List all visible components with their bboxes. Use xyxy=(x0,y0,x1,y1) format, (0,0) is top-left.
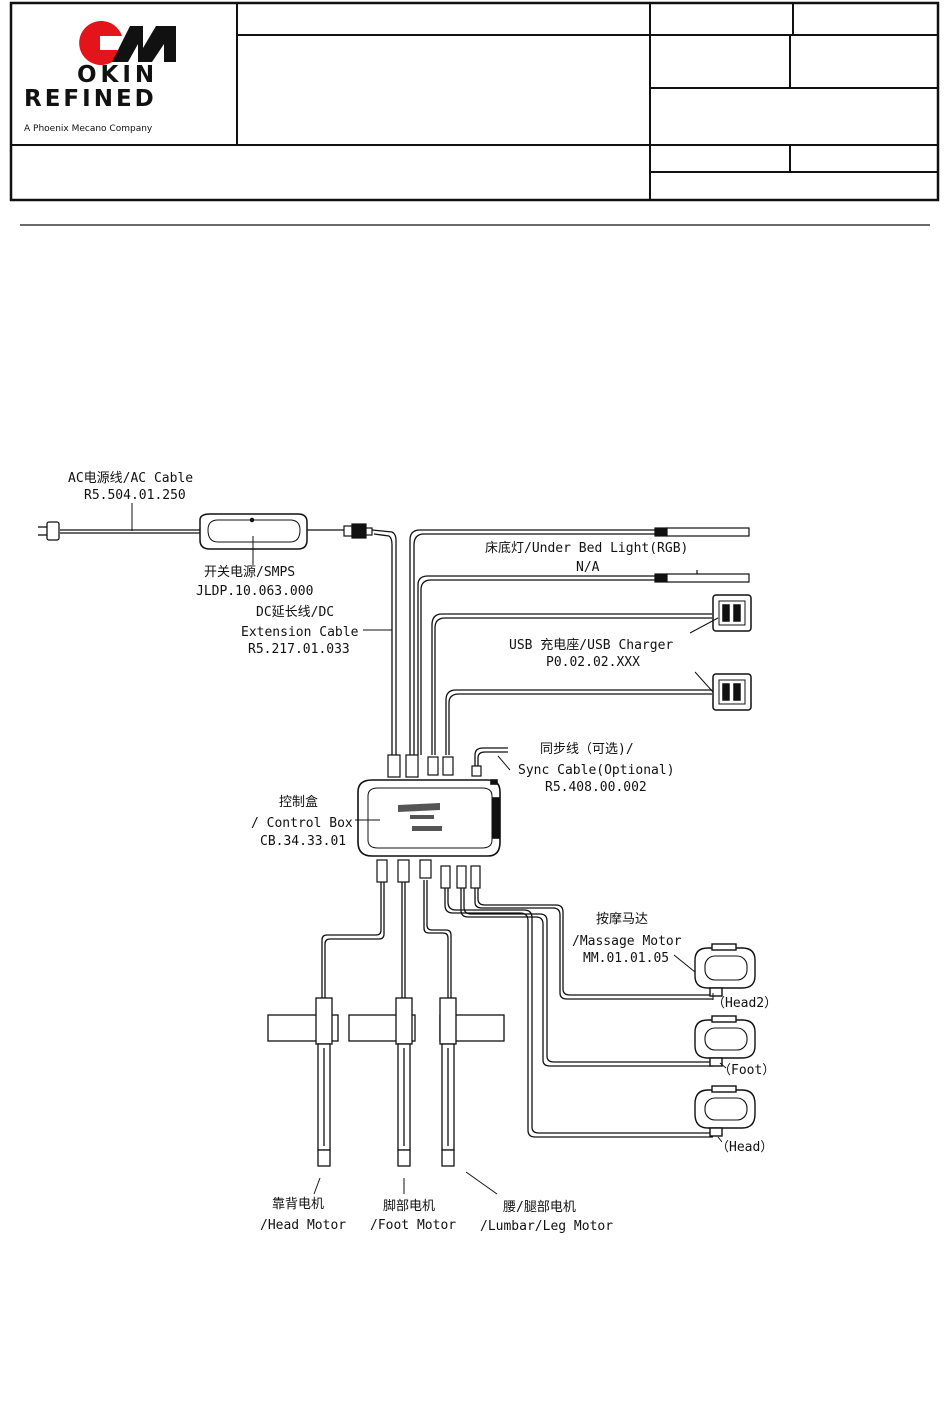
svg-text:脚部电机: 脚部电机 xyxy=(383,1198,435,1214)
label-lumbar-motor: 腰/腿部电机 /Lumbar/Leg Motor xyxy=(480,1200,613,1234)
label-under-bed-light: 床底灯/Under Bed Light(RGB) N/A xyxy=(485,540,688,575)
svg-text:/ Control Box: / Control Box xyxy=(251,816,353,831)
svg-text:CB.34.33.01: CB.34.33.01 xyxy=(260,834,346,849)
control-box-icon xyxy=(357,779,501,857)
label-head2: （Head2） xyxy=(712,996,777,1011)
label-control-box: 控制盒 / Control Box CB.34.33.01 xyxy=(251,794,353,849)
svg-text:同步线（可选)/: 同步线（可选)/ xyxy=(540,742,634,757)
svg-text:P0.02.02.XXX: P0.02.02.XXX xyxy=(546,655,640,670)
label-massage-motor: 按摩马达 /Massage Motor MM.01.01.05 xyxy=(572,911,682,966)
svg-text:控制盒: 控制盒 xyxy=(279,794,318,810)
svg-text:R5.408.00.002: R5.408.00.002 xyxy=(545,780,647,795)
massage-motor-head2-icon xyxy=(694,943,756,997)
ac-plug-icon xyxy=(38,521,60,541)
svg-text:靠背电机: 靠背电机 xyxy=(272,1197,324,1212)
linear-motor-head-icon xyxy=(267,997,339,1167)
massage-motor-head-icon xyxy=(694,1085,756,1137)
linear-motor-lumbar-icon xyxy=(439,997,505,1167)
svg-text:/Foot Motor: /Foot Motor xyxy=(370,1218,456,1233)
logo-line2: REFINED xyxy=(24,86,157,112)
wires xyxy=(60,529,713,1138)
logo-line1: OKIN xyxy=(77,62,158,88)
linear-motor-foot-icon xyxy=(348,997,416,1167)
smps-icon xyxy=(199,513,308,550)
svg-text:JLDP.10.063.000: JLDP.10.063.000 xyxy=(196,584,313,599)
svg-text:R5.217.01.033: R5.217.01.033 xyxy=(248,642,350,657)
usb-charger-icon xyxy=(712,594,752,711)
label-smps: 开关电源/SMPS JLDP.10.063.000 xyxy=(196,565,313,599)
label-usb-charger: USB 充电座/USB Charger P0.02.02.XXX xyxy=(509,637,673,670)
label-dc-cable: DC延长线/DC Extension Cable R5.217.01.033 xyxy=(241,605,359,657)
svg-text:R5.504.01.250: R5.504.01.250 xyxy=(84,488,186,503)
svg-text:/Lumbar/Leg Motor: /Lumbar/Leg Motor xyxy=(480,1219,613,1234)
control-box-connectors-bottom xyxy=(376,859,481,889)
okin-logo: OKIN REFINED A Phoenix Mecano Company xyxy=(24,21,176,134)
label-foot-motor: 脚部电机 /Foot Motor xyxy=(370,1198,456,1233)
dc-connector-icon xyxy=(343,523,373,539)
leader-lines xyxy=(131,503,727,1195)
svg-text:MM.01.01.05: MM.01.01.05 xyxy=(583,951,669,966)
label-sync-cable: 同步线（可选)/ Sync Cable(Optional) R5.408.00.… xyxy=(518,742,675,795)
svg-text:AC电源线/AC Cable: AC电源线/AC Cable xyxy=(68,471,193,486)
title-block xyxy=(9,1,940,202)
label-foot: （Foot） xyxy=(718,1063,775,1078)
logo-tagline: A Phoenix Mecano Company xyxy=(24,124,153,134)
label-head-motor: 靠背电机 /Head Motor xyxy=(260,1197,346,1233)
svg-text:USB 充电座/USB Charger: USB 充电座/USB Charger xyxy=(509,637,673,653)
under-bed-light-icon xyxy=(654,527,750,583)
svg-text:腰/腿部电机: 腰/腿部电机 xyxy=(503,1200,576,1215)
svg-text:床底灯/Under Bed Light(RGB): 床底灯/Under Bed Light(RGB) xyxy=(485,540,688,556)
label-ac-cable: AC电源线/AC Cable R5.504.01.250 xyxy=(68,471,193,503)
svg-text:Extension Cable: Extension Cable xyxy=(241,625,359,640)
massage-motor-foot-icon xyxy=(694,1015,756,1067)
svg-text:开关电源/SMPS: 开关电源/SMPS xyxy=(204,565,295,580)
svg-text:/Massage Motor: /Massage Motor xyxy=(572,934,682,949)
svg-text:N/A: N/A xyxy=(576,560,600,575)
label-head: （Head） xyxy=(716,1140,773,1155)
control-box-connectors-top xyxy=(387,754,482,778)
svg-text:按摩马达: 按摩马达 xyxy=(596,911,648,927)
svg-text:DC延长线/DC: DC延长线/DC xyxy=(256,605,334,620)
svg-text:Sync Cable(Optional): Sync Cable(Optional) xyxy=(518,763,675,778)
svg-text:/Head Motor: /Head Motor xyxy=(260,1218,346,1233)
